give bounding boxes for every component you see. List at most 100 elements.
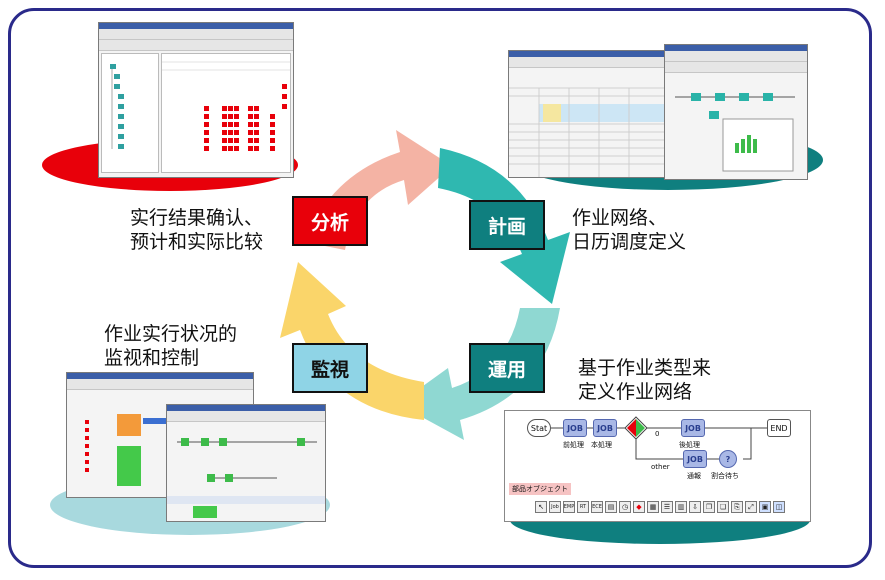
toolbar-document-button[interactable]: ▤	[605, 501, 617, 513]
flow-branch-other: other	[651, 463, 670, 471]
toolbar-rt-label: RT	[579, 504, 587, 510]
flow-job-mainprocess-label: JOB	[597, 423, 613, 433]
monitor-network-toolbar	[167, 411, 325, 422]
plan-spreadsheet-toolbar	[509, 57, 665, 68]
analyze-screenshot	[98, 22, 294, 178]
flow-job-postprocess[interactable]: JOB	[681, 419, 705, 437]
grid-icon: ▥	[677, 503, 685, 511]
monitor-list-toolbar	[67, 379, 253, 390]
flow-job-notify-label: JOB	[687, 454, 703, 464]
toolbar-ece-button[interactable]: ECE	[591, 501, 603, 513]
flow-job-preprocess-label: JOB	[567, 423, 583, 433]
phase-plan-label: 計画	[487, 215, 526, 238]
monitor-network-titlebar	[167, 405, 325, 411]
flow-editor: Stat JOB 前処理 JOB 本処理 0 other JOB 後処理 END…	[504, 410, 811, 522]
analyze-screenshot-titlebar	[99, 23, 293, 29]
image-icon: ▣	[761, 503, 769, 511]
toolbar-list-button[interactable]: ☰	[661, 501, 673, 513]
flow-job-postprocess-label: JOB	[685, 423, 701, 433]
flow-job-notify-caption: 通報	[687, 472, 701, 480]
flow-job-preprocess[interactable]: JOB	[563, 419, 587, 437]
plan-network-graphic	[675, 93, 795, 172]
flow-job-preprocess-caption: 前処理	[563, 441, 584, 449]
analyze-screenshot-grid	[161, 53, 291, 173]
plan-network-titlebar	[665, 45, 807, 51]
move-icon: ⤢	[748, 502, 754, 511]
toolbar-link-button[interactable]: ⎘	[731, 501, 743, 513]
flow-parts-label: 部品オブジェクト	[509, 483, 571, 495]
flow-end-label: END	[770, 423, 788, 433]
arrow-monitor-to-analyze	[280, 262, 424, 420]
monitor-description-line1: 作业实行状况的	[104, 323, 238, 345]
flow-wait-caption: 割合待ち	[711, 472, 739, 480]
phase-monitor: 監視	[292, 343, 368, 393]
analyze-description-line1: 实行结果确认、	[130, 207, 264, 229]
flow-job-notify[interactable]: JOB	[683, 450, 707, 468]
toolbar-image-button[interactable]: ▣	[759, 501, 771, 513]
flow-job-mainprocess-caption: 本処理	[591, 441, 612, 449]
branch-icon: ◆	[636, 503, 642, 511]
plan-description-line2: 日历调度定义	[572, 231, 687, 253]
analyze-description-line2: 预计和实际比较	[130, 231, 264, 253]
toolbar-job-label: Job	[551, 504, 559, 510]
copy-icon: ❐	[705, 503, 713, 511]
phase-analyze-label: 分析	[310, 211, 349, 234]
toolbar-table-button[interactable]: ▦	[647, 501, 659, 513]
toolbar-copy-button[interactable]: ❐	[703, 501, 715, 513]
arrow-plan-to-operate	[438, 148, 570, 304]
monitor-description-line2: 监视和控制	[104, 347, 200, 369]
arrow-down-icon: ⇩	[692, 503, 698, 511]
analyze-screenshot-toolbar	[99, 29, 293, 40]
toolbar-down-button[interactable]: ⇩	[689, 501, 701, 513]
toolbar-job-button[interactable]: Job	[549, 501, 561, 513]
plan-network-toolbar2	[665, 62, 807, 73]
toolbar-move-button[interactable]: ⤢	[745, 501, 757, 513]
plan-network-toolbar	[665, 51, 807, 62]
toolbar-chart-button[interactable]: ◫	[773, 501, 785, 513]
flow-start-node[interactable]: Stat	[527, 419, 551, 437]
phase-operate-label: 運用	[487, 358, 526, 381]
chart-icon: ◫	[775, 503, 783, 511]
flow-wait-node[interactable]: ?	[719, 450, 737, 468]
monitor-network-graphic	[167, 438, 325, 518]
list-icon: ☰	[663, 503, 671, 511]
monitor-network-screenshot	[166, 404, 326, 522]
toolbar-pointer-button[interactable]: ↖	[535, 501, 547, 513]
analyze-gantt-graphic	[162, 61, 290, 151]
analyze-tree-graphic	[110, 64, 124, 149]
monitor-list-screenshot	[66, 372, 254, 498]
analyze-screenshot-tree	[101, 53, 159, 173]
operate-description-line2: 定义作业网络	[578, 381, 693, 403]
phase-analyze: 分析	[292, 196, 368, 246]
analyze-screenshot-toolbar2	[99, 40, 293, 51]
monitor-list-titlebar	[67, 373, 253, 379]
paste-icon: ❏	[719, 503, 727, 511]
toolbar-paste-button[interactable]: ❏	[717, 501, 729, 513]
monitor-list-graphic	[85, 414, 173, 486]
toolbar-grid-button[interactable]: ▥	[675, 501, 687, 513]
phase-plan: 計画	[469, 200, 545, 250]
phase-monitor-label: 監視	[310, 358, 349, 381]
plan-spreadsheet-screenshot	[508, 50, 666, 178]
plan-spreadsheet-grid	[509, 87, 665, 177]
flow-wait-mark: ?	[725, 454, 731, 464]
flow-start-label: Stat	[530, 423, 548, 433]
clock-icon: ◷	[621, 503, 629, 511]
plan-network-screenshot	[664, 44, 808, 180]
flow-job-postprocess-caption: 後処理	[679, 441, 700, 449]
toolbar-rt-button[interactable]: RT	[577, 501, 589, 513]
toolbar-ece-label: ECE	[592, 504, 602, 510]
plan-description: 作业网络、 日历调度定义	[572, 206, 686, 254]
operate-description: 基于作业类型来 定义作业网络	[578, 356, 711, 404]
operate-description-line1: 基于作业类型来	[578, 357, 712, 379]
flow-end-node[interactable]: END	[767, 419, 791, 437]
document-icon: ▤	[607, 503, 615, 511]
toolbar-clock-button[interactable]: ◷	[619, 501, 631, 513]
toolbar-emp-label: EMP	[563, 504, 575, 510]
plan-spreadsheet-titlebar	[509, 51, 665, 57]
toolbar-branch-button[interactable]: ◆	[633, 501, 645, 513]
toolbar-emp-button[interactable]: EMP	[563, 501, 575, 513]
link-icon: ⎘	[734, 502, 740, 511]
flow-job-mainprocess[interactable]: JOB	[593, 419, 617, 437]
pointer-icon: ↖	[538, 503, 544, 511]
